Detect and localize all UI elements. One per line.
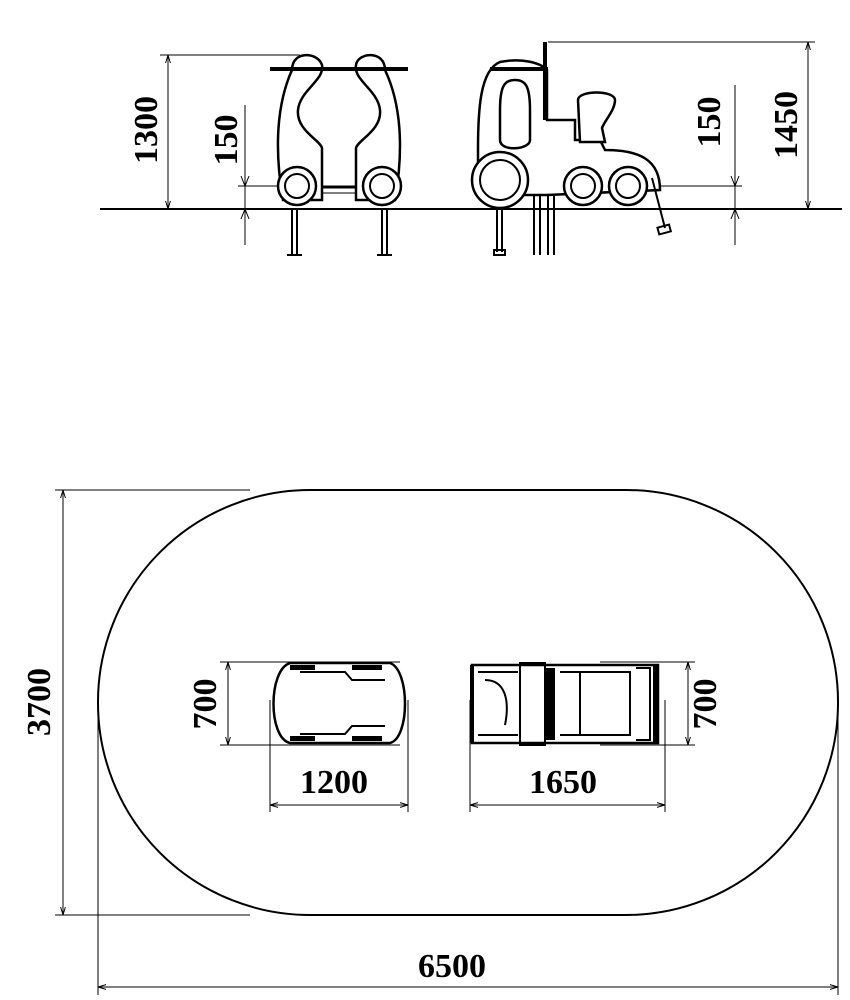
elevation-view: 1300 150 150 1450 <box>100 41 842 256</box>
dim-label-150-right: 150 <box>691 97 728 148</box>
car-plan: 700 1200 <box>187 661 409 812</box>
dim-label-6500: 6500 <box>418 948 486 985</box>
dim-label-train-700: 700 <box>687 679 724 730</box>
train-elevation <box>470 42 673 256</box>
car-elevation <box>270 53 408 256</box>
dim-label-car-700: 700 <box>187 679 224 730</box>
dim-label-3700: 3700 <box>21 668 58 736</box>
dim-label-1450: 1450 <box>768 91 805 159</box>
dim-label-150-left: 150 <box>208 115 245 166</box>
dim-label-train-1650: 1650 <box>529 764 597 801</box>
train-plan: 700 1650 <box>469 661 724 812</box>
dim-label-1300: 1300 <box>128 96 165 164</box>
dim-label-car-1200: 1200 <box>300 764 368 801</box>
plan-view: 3700 6500 700 1200 700 <box>21 489 839 995</box>
